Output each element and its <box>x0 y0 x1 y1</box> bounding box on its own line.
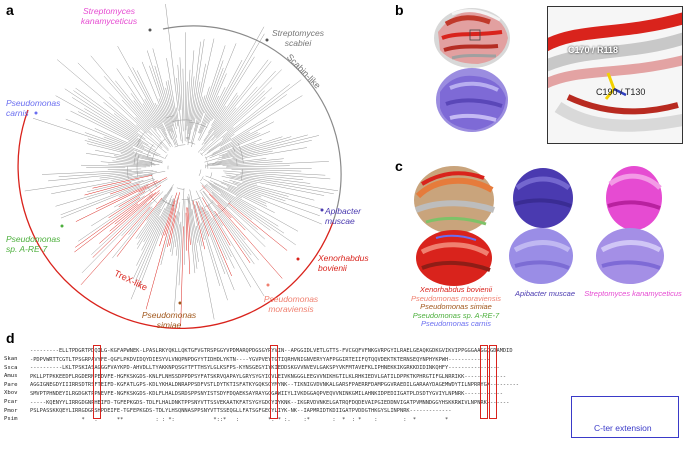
legend-carnis: Pseudomonas carnis <box>420 319 492 328</box>
species-name: Pseudomonas carnis <box>6 98 61 118</box>
sequence-name: Skan <box>4 356 18 362</box>
legend-apibacter: Apibacter muscae <box>514 289 576 298</box>
sequence-text: -----KQENYYLIRRGDGNPHEIFD-TGFEPKGDS-TDLF… <box>30 399 510 406</box>
structure-legend-group-1: Xenorhabdus bovienii Pseudomonas moravie… <box>396 285 516 329</box>
sequence-name: Psim <box>4 416 18 423</box>
alignment-row: Ssca -PDPVWRTTCGTLTPSGRPAVYFE-QGFLPKDVIDQ… <box>4 356 684 371</box>
label-apibacter-muscae: Apibacter muscae <box>325 206 383 226</box>
conserved-box-4 <box>489 345 497 419</box>
alignment-row: Pare PKLLPTPKKEEDFLRGDERNPEDVFE-HGFKSKGDS… <box>4 373 684 388</box>
species-name: Pseudomonas moraviensis <box>263 294 319 314</box>
sequence-text: PKLLPTPKKEEDFLRGDERNPEDVFE-HGFKSKGDS-KNL… <box>30 373 507 380</box>
sequence-name: Amus <box>4 373 18 380</box>
panel-label-a: a <box>6 2 14 18</box>
sequence-name: Xbov <box>4 390 18 397</box>
label-pseudomonas-sp: Pseudomonas sp. A-RE-7 <box>6 234 76 254</box>
label-xenorhabdus-bovienii: Xenorhabdus bovienii <box>318 253 378 273</box>
conserved-box-2 <box>270 345 278 419</box>
alignment-row: Pmor -----KQENYYLIRRGDGNPHEIFD-TGFEPKGDS-… <box>4 399 684 414</box>
alignment-row: Pcar SMVPTPHNDEYILRGDGKTPPNEVFE-NGFKSKGDS… <box>4 390 684 405</box>
species-name: Streptomyces kanamyceticus <box>80 6 138 26</box>
label-streptomyces-scabiei: Streptomyces scabiei <box>262 28 334 48</box>
residue-label-c170: C170 / R118 <box>568 45 619 55</box>
label-pseudomonas-carnis: Pseudomonas carnis <box>6 98 74 118</box>
legend-streptomyces: Streptomyces kanamyceticus <box>584 289 682 298</box>
sequence-text: PSLPASSKKQEYLIRRGDGRSHPDEIFE-TGFEPKGDS-T… <box>30 408 452 415</box>
species-name: Pseudomonas simiae <box>141 310 197 330</box>
panel-label-d: d <box>6 330 15 346</box>
conserved-box-3 <box>480 345 488 419</box>
scabin-like-arc <box>162 25 342 223</box>
conservation-symbols: * : ** : : *: *::* : *: * :. :* : * : * … <box>30 416 449 423</box>
zoom-inset-structure <box>548 12 682 132</box>
trex-like-arc <box>17 109 334 330</box>
sequence-text: ---------ELLTPDGRTPDQILG-KGFAPWNEK-LPASL… <box>30 348 513 354</box>
protein-structure-overview <box>434 8 510 132</box>
legend-sp-are7: Pseudomonas sp. A-RE-7 <box>412 310 500 320</box>
superposed-structures <box>414 166 495 286</box>
c-ter-extension-box <box>571 396 679 438</box>
zoom-inset-box: C170 / R118 C190 / T130 <box>547 6 683 144</box>
sequence-name: Ssca <box>4 364 18 371</box>
species-name: Apibacter muscae <box>325 206 361 226</box>
residue-label-c190: C190 / T130 <box>596 87 646 97</box>
sequence-name: Pare <box>4 381 18 388</box>
species-name: Pseudomonas sp. A-RE-7 <box>6 234 61 254</box>
c-ter-extension-label: C-ter extension <box>594 423 652 433</box>
sequence-name: Pcar <box>4 399 18 405</box>
sequence-text: SMVPTPHNDEYILRGDGKTPPNEVFE-NGFKSKGDS-KDL… <box>30 391 503 397</box>
label-streptomyces-kanamyceticus: Streptomyces kanamyceticus <box>68 6 150 26</box>
species-name: Xenorhabdus bovienii <box>318 253 369 273</box>
sequence-text: ----------LKLTPSKIASAGGGFVAYKPD-AHVDLLTY… <box>30 365 500 372</box>
legend-simiae: Pseudomonas simiae <box>420 302 492 311</box>
panel-label-b: b <box>395 2 404 18</box>
legend-xenorhabdus: Xenorhabdus bovienii <box>419 285 493 294</box>
species-name: Streptomyces scabiei <box>272 28 324 48</box>
alignment-row: Psim PSLPASSKKQEYLIRRGDGRSHPDEIFE-TGFEPKG… <box>4 407 684 422</box>
streptomyces-structure <box>596 166 664 284</box>
sequence-text: -PDPVWRTTCGTLTPSGRPAVYFE-QGFLPKDVIDQYDIE… <box>30 356 491 363</box>
apibacter-structure <box>509 168 573 284</box>
alignment-row: Xbov AGGIGNEGDYIIIRRSDTRSFTEIFD-KGFATLGPS… <box>4 381 684 396</box>
label-pseudomonas-simiae: Pseudomonas simiae <box>128 310 210 330</box>
alignment-row: Skan ---------ELLTPDGRTPDQILG-KGFAPWNEK-L… <box>4 347 684 362</box>
sequence-alignment: Skan ---------ELLTPDGRTPDQILG-KGFAPWNEK-L… <box>4 345 685 451</box>
legend-moraviensis: Pseudomonas moraviensis <box>410 293 502 303</box>
conservation-row: * : ** : : *: *::* : *: * :. :* : * : * … <box>4 416 684 425</box>
alignment-row: Amus ----------LKLTPSKIASAGGGFVAYKPD-AHVD… <box>4 364 684 379</box>
conserved-box-1 <box>93 345 101 419</box>
phylogenetic-tree <box>17 3 342 330</box>
sequence-name: Pmor <box>4 407 18 414</box>
label-pseudomonas-moraviensis: Pseudomonas moraviensis <box>258 294 324 314</box>
sequence-text: AGGIGNEGDYIIIRRSDTRSFTEIFD-KGFATLGPS-KDL… <box>30 382 520 389</box>
panel-label-c: c <box>395 158 403 174</box>
